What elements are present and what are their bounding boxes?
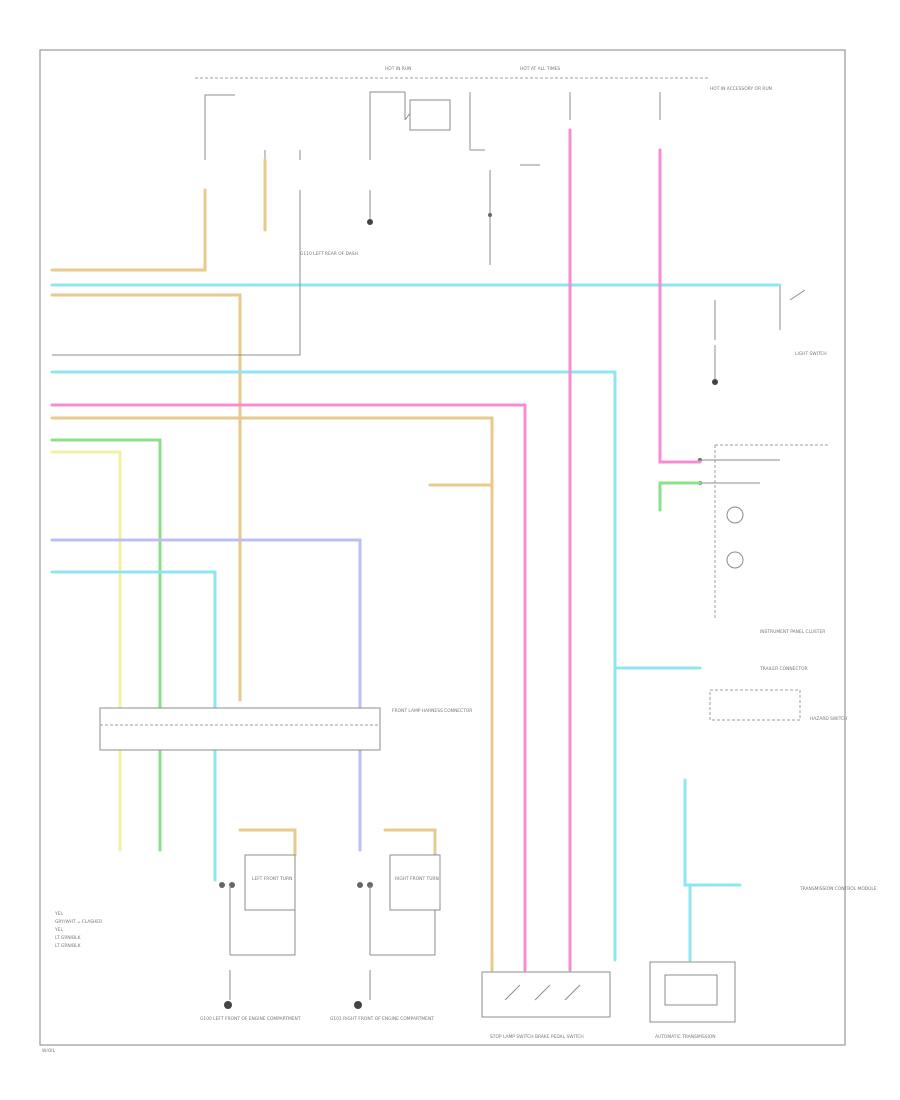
svg-text:GRY/WHT = FLASHER: GRY/WHT = FLASHER [55,919,102,925]
svg-text:STOP LAMP SWITCH BRAKE PEDAL S: STOP LAMP SWITCH BRAKE PEDAL SWITCH [490,1034,584,1040]
instrument-panel-cluster: INSTRUMENT PANEL CLUSTER [698,444,830,635]
svg-text:LIGHT SWITCH: LIGHT SWITCH [795,351,827,357]
left-turn-lamp: LEFT FRONT TURN [219,854,296,1009]
page-marker: W/OIL [42,1048,56,1054]
wire-tan-top [50,188,207,272]
stop-lamp-switch: STOP LAMP SWITCH BRAKE PEDAL SWITCH [481,971,611,1040]
wire-tan-right-lamp-conn [383,828,437,857]
svg-text:YEL: YEL [54,911,63,917]
hot-accessory-label: HOT IN ACCESSORY OR RUN [710,86,772,92]
diagram-frame [39,49,846,1046]
svg-text:LT GRN/BLK: LT GRN/BLK [55,943,81,949]
svg-text:INSTRUMENT PANEL CLUSTER: INSTRUMENT PANEL CLUSTER [760,629,825,635]
wire-green-cluster [658,481,702,512]
svg-text:HAZARD SWITCH: HAZARD SWITCH [810,716,847,722]
svg-text:RIGHT FRONT TURN: RIGHT FRONT TURN [395,876,439,882]
top-fuse-block [204,91,661,265]
wire-tan-stop [50,416,494,972]
svg-text:LT GRN/BLK: LT GRN/BLK [55,935,81,941]
wire-lilac-right-lamp [50,538,362,852]
tcm-label: TRANSMISSION CONTROL MODULE [799,886,877,892]
wire-grey-top [52,190,301,356]
colored-wires [50,128,782,972]
svg-text:YEL: YEL [54,927,63,933]
hazard-switch: HAZARD SWITCH [709,689,847,722]
hot-at-all-times-label: HOT AT ALL TIMES [520,66,560,72]
wire-yellow-left [50,450,122,852]
automatic-transmission: AUTOMATIC TRANSMISSION [649,961,736,1040]
svg-text:AUTOMATIC TRANSMISSION: AUTOMATIC TRANSMISSION [655,1034,716,1040]
wire-tan-left-lamp [50,293,242,702]
svg-text:FRONT LAMP HARNESS CONNECTOR: FRONT LAMP HARNESS CONNECTOR [392,708,472,714]
hot-in-run-label: HOT IN RUN [385,66,411,72]
wire-pink-stop [50,403,527,972]
trailer-connector-label: TRAILER CONNECTOR [759,666,808,672]
ground-label-dash: G110 LEFT REAR OF DASH [300,251,358,257]
right-turn-lamp: RIGHT FRONT TURN [354,854,441,1009]
wire-tan-left-lamp-conn [238,828,297,857]
legend: YEL GRY/WHT = FLASHER YEL LT GRN/BLK LT … [54,911,102,949]
wire-pink-cluster [658,148,702,464]
wire-cyan-tcm [683,778,742,887]
light-switch: LIGHT SWITCH [712,285,827,385]
front-lamp-connector: FRONT LAMP HARNESS CONNECTOR [99,707,472,751]
wire-cyan-left-lamp [50,570,217,882]
ground-label-right: G101 RIGHT FRONT OF ENGINE COMPARTMENT [330,1016,434,1022]
wire-green-left [50,438,162,852]
svg-text:LEFT FRONT TURN: LEFT FRONT TURN [252,876,292,882]
wire-cyan-trailer [50,370,617,962]
ground-label-left: G100 LEFT FRONT OF ENGINE COMPARTMENT [200,1016,301,1022]
